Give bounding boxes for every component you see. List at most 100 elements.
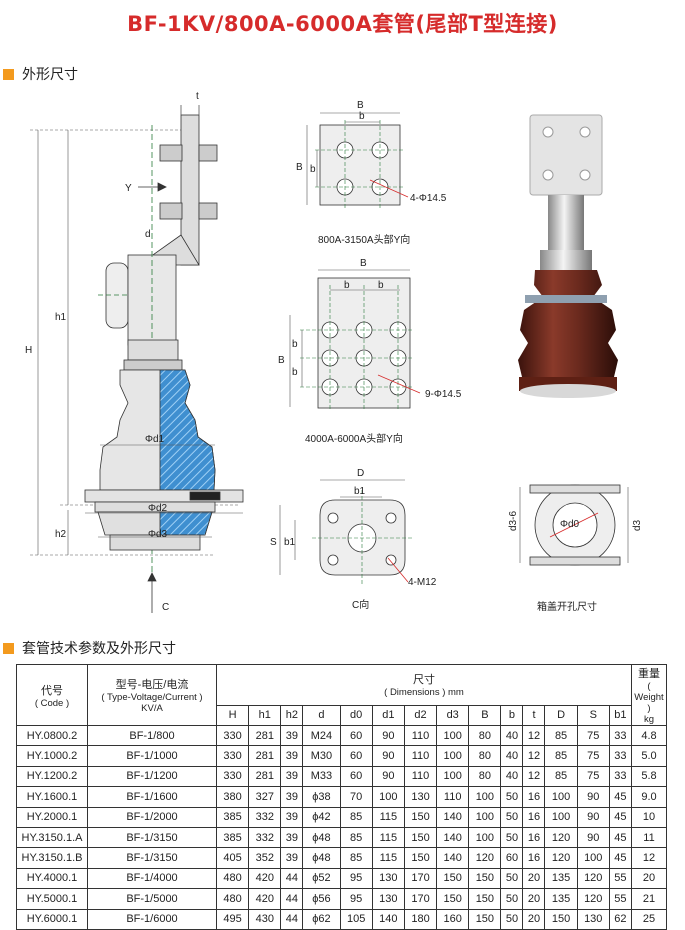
label-phid3: Φd3 [148,529,168,540]
dim-col-header: h1 [248,704,282,727]
label-b1-top: b1 [354,486,366,497]
table-cell: 40 [500,724,524,747]
cover-cutout-labels: d3-6 d3 Φd0 箱盖开孔尺寸 [508,511,643,613]
table-cell: 150 [403,806,438,828]
table-cell: 60 [500,847,524,869]
caption-head-large: 4000A-6000A头部Y向 [305,432,403,445]
table-cell: 430 [248,908,282,930]
table-cell: 85 [544,724,578,747]
table-cell: 80 [468,765,502,788]
table-cell: 55 [608,867,633,890]
page-title: BF-1KV/800A-6000A套管(尾部T型连接) [127,12,558,36]
table-cell: 135 [544,867,578,890]
head-view-large-labels: B b b B b b 9-Φ14.5 4000A-6000A头部Y向 [278,258,462,445]
table-cell: 110 [436,786,470,808]
table-cell: HY.1000.2 [16,745,88,767]
table-cell: 20 [522,867,546,890]
label-b-large-2: b [378,280,384,291]
params-table: 代号 ( Code ) 型号-电压/电流 ( Type-Voltage/Curr… [16,664,667,930]
dim-col-header: d [302,704,341,727]
technical-drawing: t Y d h1 H h2 Φd1 Φd2 Φd3 C B b B b 4-Φ1… [25,91,643,613]
table-cell: ϕ38 [302,786,341,808]
table-cell: M33 [302,765,341,788]
dim-col-header: b [500,704,524,727]
weight-header-unit: kg [643,714,655,725]
table-cell: 50 [500,786,524,808]
table-cell: 385 [215,826,250,849]
table-cell: 75 [576,745,610,767]
table-cell: 115 [371,847,405,869]
table-cell: BF-1/800 [87,724,217,747]
label-B-side-large: B [278,355,285,366]
table-cell: 39 [280,786,304,808]
head-view-small [306,112,409,210]
table-cell: 495 [215,908,250,930]
table-cell: 16 [522,826,546,849]
caption-head-small: 800A-3150A头部Y向 [318,233,410,246]
table-cell: 5.8 [631,765,667,788]
table-cell: 10 [631,806,667,828]
table-cell: 11 [631,826,667,849]
table-cell: 130 [371,867,405,890]
table-cell: 60 [339,745,373,767]
table-cell: BF-1/1200 [87,765,217,788]
table-cell: 95 [339,867,373,890]
table-cell: 100 [468,786,502,808]
table-cell: 330 [215,724,250,747]
table-cell: ϕ56 [302,888,341,910]
table-cell: 385 [215,806,250,828]
table-cell: 170 [403,867,438,890]
table-cell: 33 [608,745,633,767]
table-cell: 16 [522,806,546,828]
table-cell: 85 [339,806,373,828]
table-cell: 40 [500,745,524,767]
table-cell: 33 [608,765,633,788]
table-cell: 39 [280,765,304,788]
table-cell: 62 [608,908,633,930]
product-photo [518,114,618,398]
label-d3: d3 [632,519,643,531]
dim-col-header: d2 [403,704,438,727]
section-heading-label: 外形尺寸 [22,67,78,83]
label-b-side-1: b [292,339,298,350]
table-cell: 90 [576,806,610,828]
weight-header-sub: ( Weight ) [634,681,664,714]
table-cell: ϕ48 [302,847,341,869]
label-B-large: B [360,258,367,269]
table-cell: BF-1/1600 [87,786,217,808]
table-cell: 5.0 [631,745,667,767]
table-cell: 90 [371,745,405,767]
table-header-row: 代号 ( Code ) 型号-电压/电流 ( Type-Voltage/Curr… [16,664,667,726]
table-cell: 120 [576,888,610,910]
table-cell: 39 [280,745,304,767]
dim-col-header: S [576,704,610,727]
table-cell: 85 [339,826,373,849]
table-cell: 45 [608,826,633,849]
table-cell: 12 [522,724,546,747]
label-b-large-1: b [344,280,350,291]
table-cell: 50 [500,867,524,890]
table-cell: BF-1/3150 [87,826,217,849]
table-cell: 50 [500,888,524,910]
section-marker [3,642,14,654]
table-cell: 100 [468,806,502,828]
table-cell: 120 [544,826,578,849]
table-cell: 140 [436,826,470,849]
table-cell: 90 [576,786,610,808]
label-t: t [196,91,199,102]
dim-col-header: D [544,704,578,727]
table-cell: 110 [403,724,438,747]
table-cell: 105 [339,908,373,930]
table-cell: HY.0800.2 [16,724,88,747]
table-cell: 90 [371,765,405,788]
table-cell: 140 [436,806,470,828]
table-cell: HY.3150.1.B [16,847,88,869]
table-cell: 39 [280,826,304,849]
table-cell: 180 [403,908,438,930]
code-header-label: 代号 [41,684,63,697]
dim-col-header: b1 [608,704,633,727]
